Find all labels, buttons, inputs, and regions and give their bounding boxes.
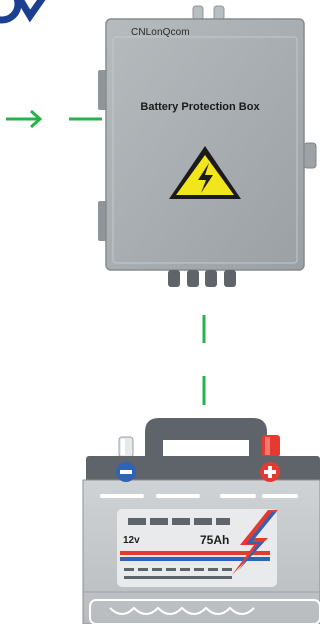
battery-label-panel bbox=[117, 509, 278, 587]
box-title-label: Battery Protection Box bbox=[107, 101, 293, 113]
bottom-cable-glands bbox=[168, 270, 236, 287]
cropped-logo-fragment bbox=[0, 0, 44, 20]
battery-capacity-label: 75Ah bbox=[200, 533, 229, 547]
battery-handle bbox=[145, 418, 267, 460]
battery-vent-marks bbox=[100, 494, 298, 498]
protection-box-body bbox=[106, 19, 304, 270]
plus-terminal-icon bbox=[260, 462, 280, 482]
box-brand-label: CNLonQcom bbox=[131, 27, 190, 38]
arrow-right-icon bbox=[6, 111, 40, 127]
battery-voltage-label: 12v bbox=[123, 535, 140, 546]
box-latch bbox=[304, 143, 316, 168]
negative-terminal bbox=[119, 437, 133, 457]
top-cable-glands bbox=[193, 6, 224, 20]
positive-terminal bbox=[262, 435, 280, 457]
minus-terminal-icon bbox=[116, 462, 136, 482]
